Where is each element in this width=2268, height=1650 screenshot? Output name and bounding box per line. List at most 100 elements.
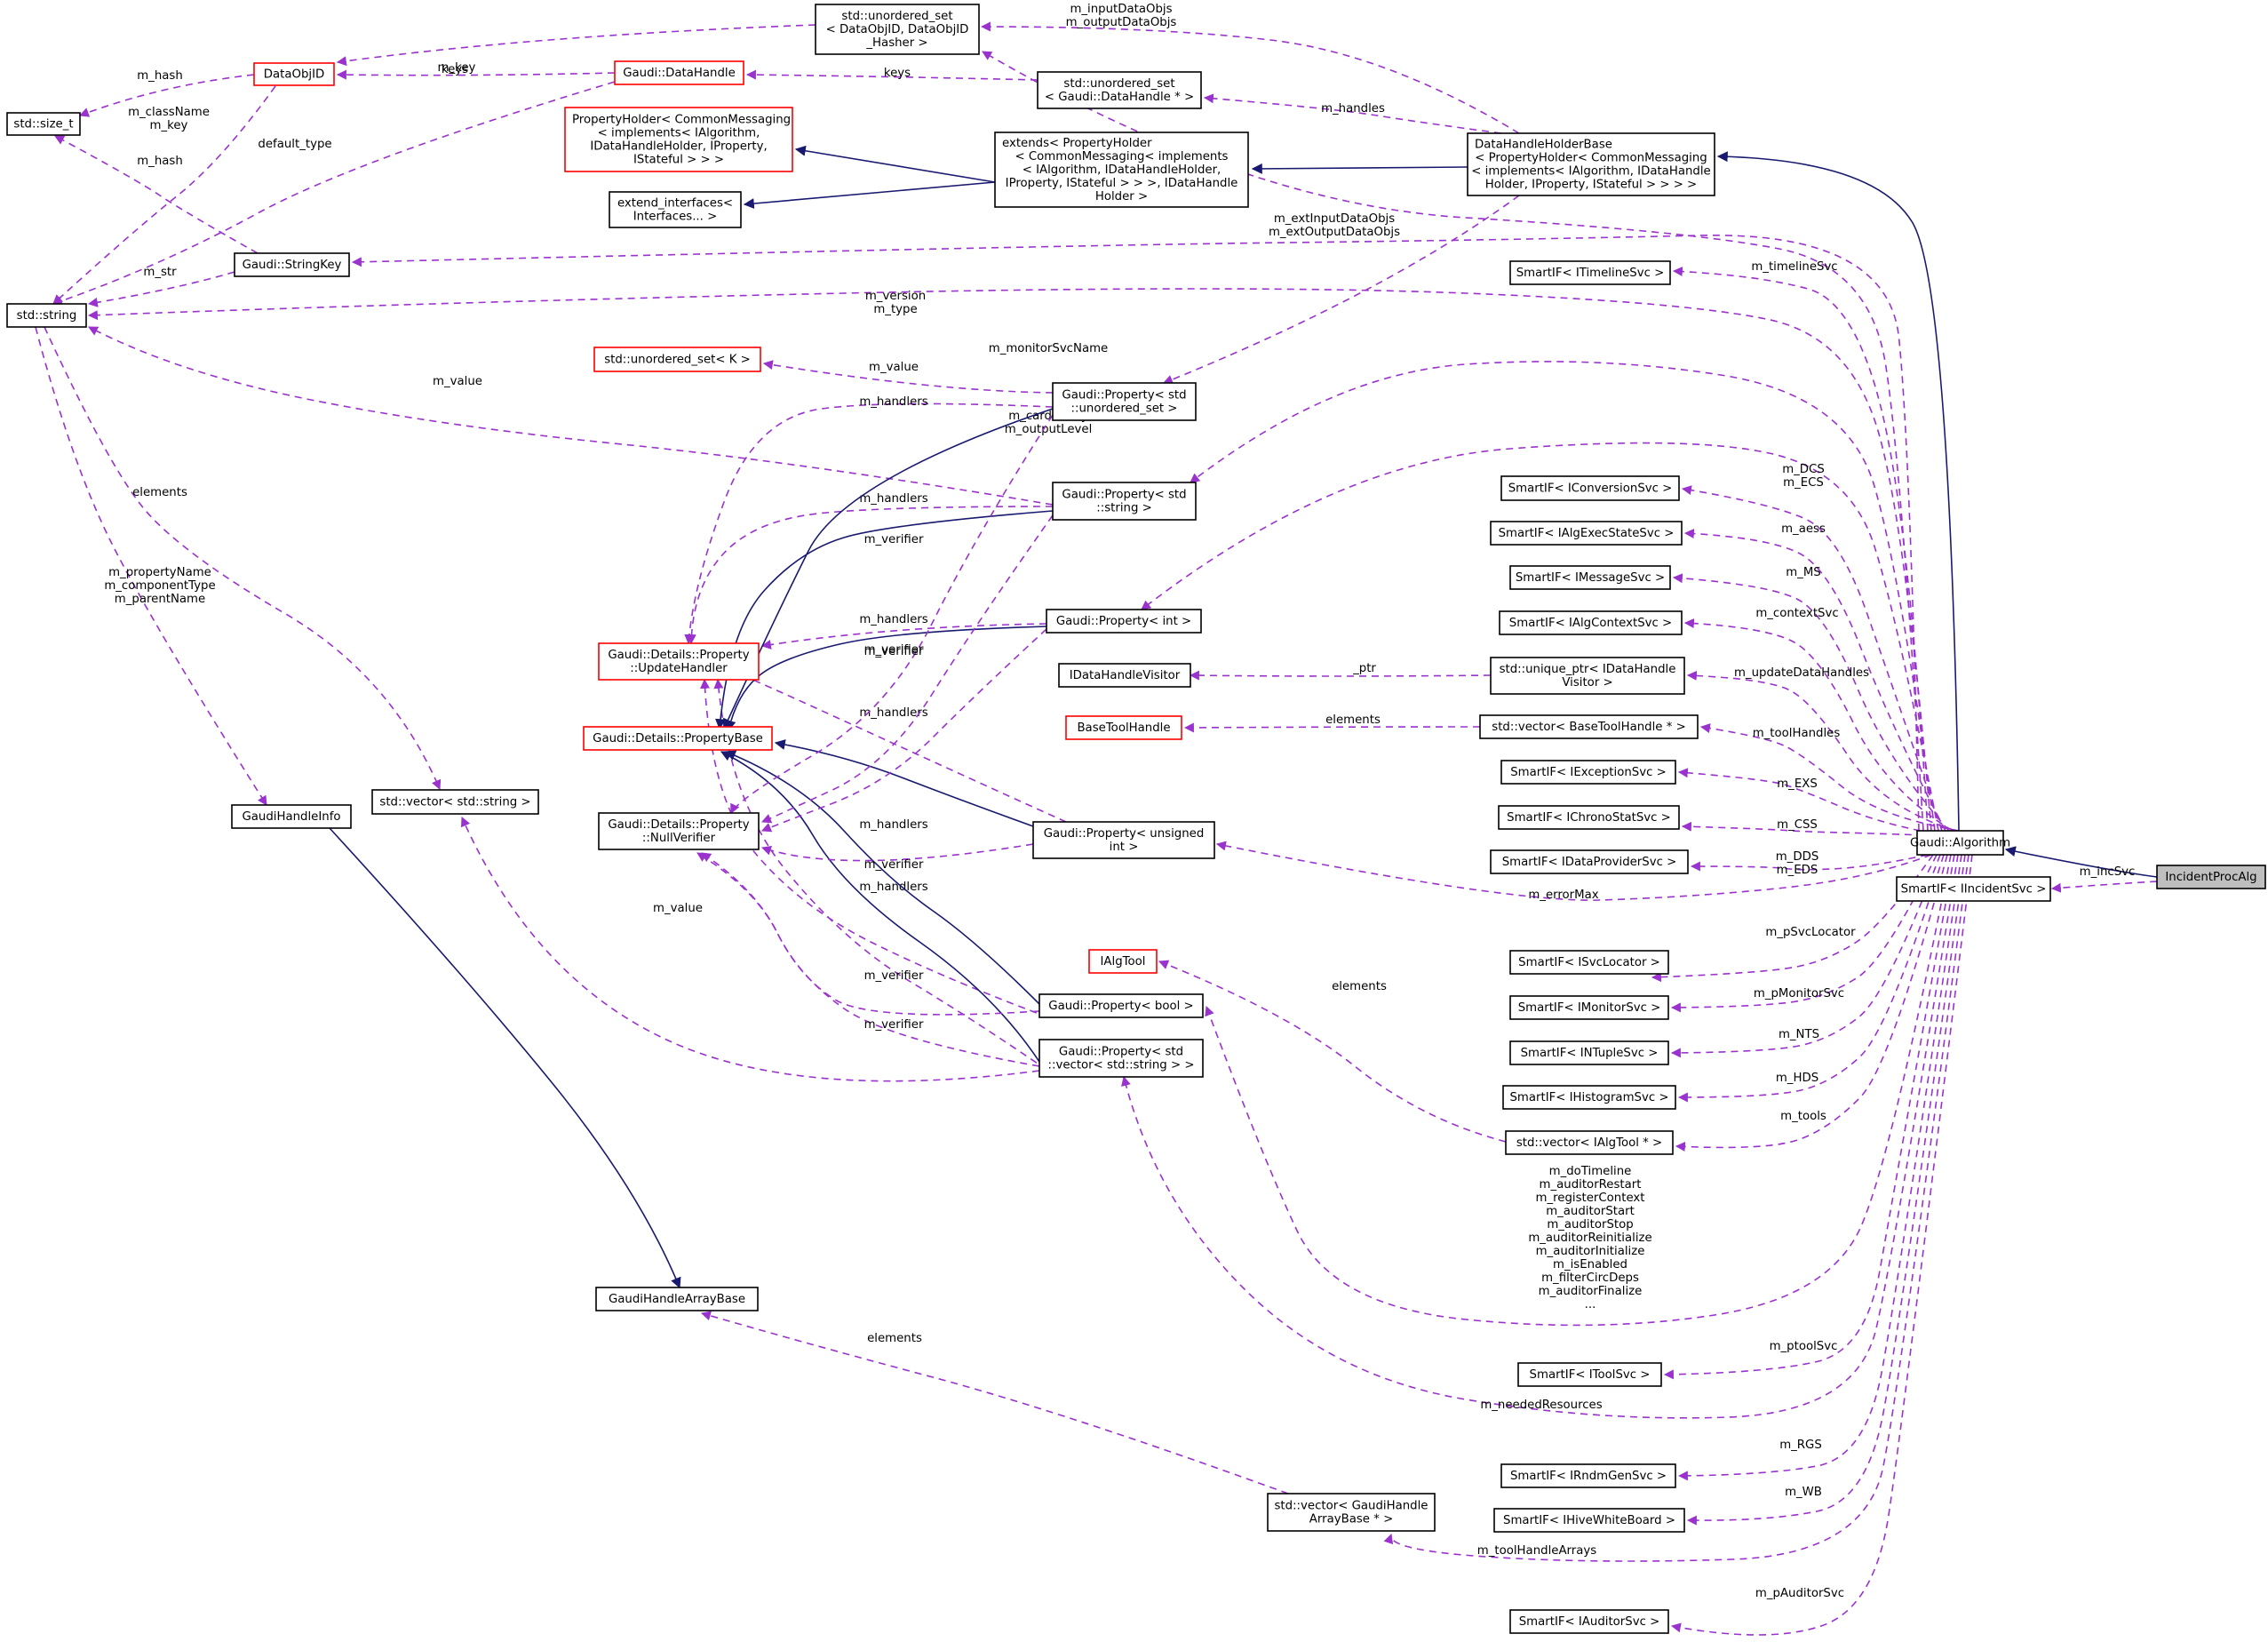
usage-arrow [700,678,1049,1018]
edge-property-unsigned-int-to-gaudi-algorithm: m_errorMax [1215,841,1932,902]
inheritance-arrow [2004,846,2158,878]
class-node-idatahandlevisitor[interactable]: IDataHandleVisitor [1058,663,1191,688]
class-node-smartif-ialgexecstatesvc[interactable]: SmartIF< IAlgExecStateSvc > [1490,521,1683,546]
edge-vector-gaudihandlearraybase-to-gaudi-algorithm: m_toolHandleArrays [1383,854,1970,1562]
class-node-vector-basetoolhandle[interactable]: std::vector< BaseToolHandle * > [1479,714,1699,739]
class-node-label: std::vector< std::string > [379,796,530,809]
usage-arrow [54,135,259,254]
class-node-gaudihandleinfo[interactable]: GaudiHandleInfo [231,804,352,829]
edge-unique-ptr-visitor-to-gaudi-algorithm: m_updateDataHandles [1686,666,1957,832]
usage-arrow [760,623,1047,650]
class-node-smartif-idataprovidersvc[interactable]: SmartIF< IDataProviderSvc > [1490,849,1689,874]
class-node-label: SmartIF< IToolSvc > [1530,1368,1651,1382]
class-node-smartif-imessagesvc[interactable]: SmartIF< IMessageSvc > [1509,565,1671,590]
usage-arrow [336,69,616,80]
class-node-smartif-ialgcontextsvc[interactable]: SmartIF< IAlgContextSvc > [1499,610,1683,635]
class-node-box [583,726,773,751]
usage-arrow [684,403,1054,645]
class-node-propertybase[interactable]: Gaudi::Details::PropertyBase [583,726,773,751]
class-node-gaudi-algorithm[interactable]: Gaudi::Algorithm [1910,830,2010,856]
class-node-smartif-itimelinesvc[interactable]: SmartIF< ITimelineSvc > [1509,260,1671,285]
class-node-label: SmartIF< IConversionSvc > [1508,482,1673,496]
usage-arrow [1183,722,1481,733]
class-node-label: Gaudi::Algorithm [1910,837,2010,850]
class-node-extends-propertyholder[interactable]: extends< PropertyHolder< CommonMessaging… [994,132,1249,208]
edge-label: elements [867,1332,922,1345]
class-node-property-vector-string[interactable]: Gaudi::Property< std::vector< std::strin… [1039,1039,1204,1078]
class-node-property-bool[interactable]: Gaudi::Property< bool > [1039,993,1204,1018]
class-node-smartif-isvclocator[interactable]: SmartIF< ISvcLocator > [1509,950,1669,975]
class-node-smartif-ichronostatsvc[interactable]: SmartIF< IChronoStatSvc > [1498,805,1680,830]
class-node-gaudi-datahandle[interactable]: Gaudi::DataHandle [614,60,744,85]
class-node-smartif-ihistogramsvc[interactable]: SmartIF< IHistogramSvc > [1502,1085,1676,1110]
class-node-dataobjid[interactable]: DataObjID [253,62,335,86]
edge-label: m_handlers [859,492,927,506]
edge-label: m_value [869,361,919,374]
class-node-smartif-irndmgensvc[interactable]: SmartIF< IRndmGenSvc > [1500,1463,1676,1488]
class-node-propertyholder[interactable]: PropertyHolder< CommonMessaging< impleme… [564,107,793,172]
class-node-smartif-ihivewhiteboard[interactable]: SmartIF< IHiveWhiteBoard > [1493,1508,1685,1533]
usage-arrow [2050,881,2158,893]
class-node-unordered-set-k[interactable]: std::unordered_set< K > [593,347,761,372]
edge-property-string-to-gaudi-algorithm: m_monitorSvcName [989,342,1936,832]
edge-property-unordered-set-to-datahandleholderbase [1162,195,1520,385]
class-node-unordered-set-datahandle[interactable]: std::unordered_set< Gaudi::DataHandle * … [1037,71,1202,109]
edge-propertybase-to-property-bool [724,750,1040,1005]
edge-label: _ptr [1352,662,1376,675]
class-node-datahandleholderbase[interactable]: DataHandleHolderBase< PropertyHolder< Co… [1467,132,1715,196]
edge-label: m_handles [1321,102,1385,116]
class-node-gaudihandlearraybase[interactable]: GaudiHandleArrayBase [595,1287,759,1311]
edge-label: m_verifier [864,1018,924,1032]
usage-arrow [460,816,1040,1082]
class-node-updatehandler[interactable]: Gaudi::Details::Property::UpdateHandler [598,642,760,681]
class-node-extend-interfaces[interactable]: extend_interfaces<Interfaces... > [609,191,742,228]
edge-label: m_aess [1781,522,1826,536]
class-node-vector-ialgtool[interactable]: std::vector< IAlgTool * > [1505,1130,1674,1155]
class-node-vector-string[interactable]: std::vector< std::string > [371,789,539,815]
edge-label: elements [132,486,187,499]
class-node-incidentprocalg[interactable]: IncidentProcAlg [2156,865,2266,889]
class-node-smartif-iauditorsvc[interactable]: SmartIF< IAuditorSvc > [1509,1609,1669,1634]
edge-std-size-t-to-dataobjid: m_hash [78,69,255,117]
class-node-smartif-intuplesvc[interactable]: SmartIF< INTupleSvc > [1509,1040,1669,1065]
class-node-smartif-iincidentsvc[interactable]: SmartIF< IIncidentSvc > [1896,876,2051,902]
edge-vector-string-to-property-vector-string: m_value [460,816,1040,1082]
class-node-gaudi-stringkey[interactable]: Gaudi::StringKey [234,252,350,277]
edge-nullverifier-to-property-vector-string: m_verifier [696,852,1040,1067]
class-node-std-string[interactable]: std::string [6,303,87,328]
class-node-nullverifier[interactable]: Gaudi::Details::Property::NullVerifier [598,812,760,850]
class-node-box [1267,1493,1436,1532]
class-node-property-string[interactable]: Gaudi::Property< std::string > [1052,482,1197,521]
class-node-property-unordered-set[interactable]: Gaudi::Property< std::unordered_set > [1052,382,1197,421]
class-node-box [1498,805,1680,830]
class-node-box [1509,565,1671,590]
usage-arrow [1681,821,1925,836]
class-node-box [1493,1508,1685,1533]
class-node-smartif-itoolsvc[interactable]: SmartIF< IToolSvc > [1517,1362,1662,1387]
class-node-ialgtool[interactable]: IAlgTool [1088,949,1158,974]
usage-arrow [760,628,1047,833]
edge-propertybase-to-property-unordered-set [723,408,1054,730]
edge-extends-propertyholder-to-datahandleholderbase [1251,163,1468,174]
class-node-property-int[interactable]: Gaudi::Property< int > [1046,609,1202,634]
class-node-unordered-set-dataobjid[interactable]: std::unordered_set< DataObjID, DataObjID… [815,4,980,55]
usage-arrow [35,326,267,806]
class-node-box [593,347,761,372]
class-node-box [1509,950,1669,975]
class-node-box [2156,865,2266,889]
class-node-basetoolhandle[interactable]: BaseToolHandle [1065,715,1182,740]
usage-arrow [1672,573,1950,832]
class-node-label: std::unordered_set< DataObjID, DataObjID… [826,10,969,50]
class-node-smartif-iexceptionsvc[interactable]: SmartIF< IExceptionSvc > [1500,760,1676,785]
class-node-std-size-t[interactable]: std::size_t [6,112,81,136]
class-node-smartif-iconversionsvc[interactable]: SmartIF< IConversionSvc > [1500,475,1680,501]
class-node-smartif-imonitorsvc[interactable]: SmartIF< IMonitorSvc > [1509,995,1669,1020]
edge-label: keys [884,67,911,80]
usage-arrow [336,24,816,67]
edge-label: m_handlers [859,395,927,409]
